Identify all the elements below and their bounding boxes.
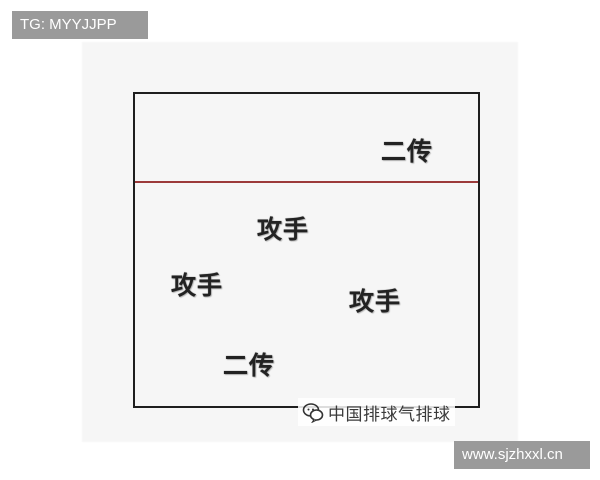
attacker-label-3: 攻手 bbox=[349, 287, 402, 316]
source-watermark: 中国排球气排球 bbox=[298, 398, 455, 426]
net-line bbox=[135, 181, 478, 183]
front-setter-label: 二传 bbox=[381, 137, 434, 166]
url-badge: www.sjzhxxl.cn bbox=[454, 441, 590, 469]
watermark-text: 中国排球气排球 bbox=[328, 404, 451, 425]
attacker-label-2: 攻手 bbox=[171, 271, 224, 300]
tag-badge: TG: MYYJJPP bbox=[12, 11, 148, 39]
diagram-photo bbox=[82, 42, 518, 442]
court-outline: 二传 攻手 攻手 攻手 二传 bbox=[133, 92, 480, 408]
attacker-label-1: 攻手 bbox=[257, 215, 310, 244]
chat-bubble-icon bbox=[302, 403, 324, 423]
back-setter-label: 二传 bbox=[223, 351, 276, 380]
